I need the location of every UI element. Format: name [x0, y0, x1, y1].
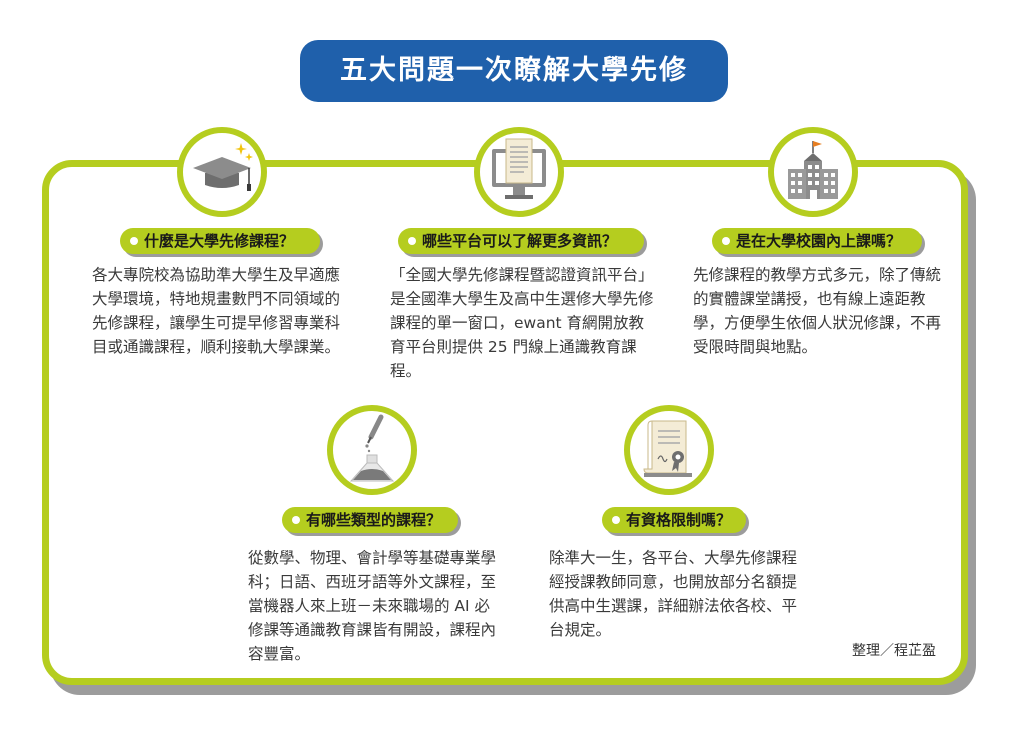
- lab-flask-icon: [327, 405, 417, 495]
- section-body: 「全國大學先修課程暨認證資訊平台」是全國準大學生及高中生選修大學先修課程的單一窗…: [390, 266, 654, 380]
- bullet-dot: [612, 516, 620, 524]
- section-heading-pill: 什麼是大學先修課程？: [120, 228, 320, 254]
- section-body: 從數學、物理、會計學等基礎專業學科；日語、西班牙語等外文課程，至當機器人來上班－…: [248, 549, 497, 663]
- section-heading: 有資格限制嗎？: [626, 511, 732, 529]
- section-body: 除準大一生，各平台、大學先修課程經授課教師同意，也開放部分名額提供高中生選課，詳…: [549, 549, 798, 639]
- section-heading-pill: 哪些平台可以了解更多資訊？: [398, 228, 644, 254]
- school-building-icon: [768, 127, 858, 217]
- section-heading-pill: 有資格限制嗎？: [602, 507, 746, 533]
- bullet-dot: [408, 237, 416, 245]
- section-heading: 有哪些類型的課程？: [306, 511, 442, 529]
- section-heading-pill: 是在大學校園內上課嗎？: [712, 228, 922, 254]
- section-body: 各大專院校為協助準大學生及早適應大學環境，特地規畫數門不同領域的先修課程，讓學生…: [92, 266, 341, 356]
- bullet-dot: [130, 237, 138, 245]
- section-heading-pill: 有哪些類型的課程？: [282, 507, 458, 533]
- graduation-cap-icon: [177, 127, 267, 217]
- page-title: 五大問題一次瞭解大學先修: [300, 40, 728, 102]
- certificate-icon: [624, 405, 714, 495]
- author-credit: 整理／程芷盈: [852, 643, 936, 659]
- section-heading: 是在大學校園內上課嗎？: [736, 232, 902, 250]
- computer-document-icon: [474, 127, 564, 217]
- section-heading: 什麼是大學先修課程？: [144, 232, 295, 250]
- section-body: 先修課程的教學方式多元，除了傳統的實體課堂講授，也有線上遠距教學，方便學生依個人…: [693, 266, 942, 356]
- bullet-dot: [292, 516, 300, 524]
- section-heading: 哪些平台可以了解更多資訊？: [422, 232, 618, 250]
- bullet-dot: [722, 237, 730, 245]
